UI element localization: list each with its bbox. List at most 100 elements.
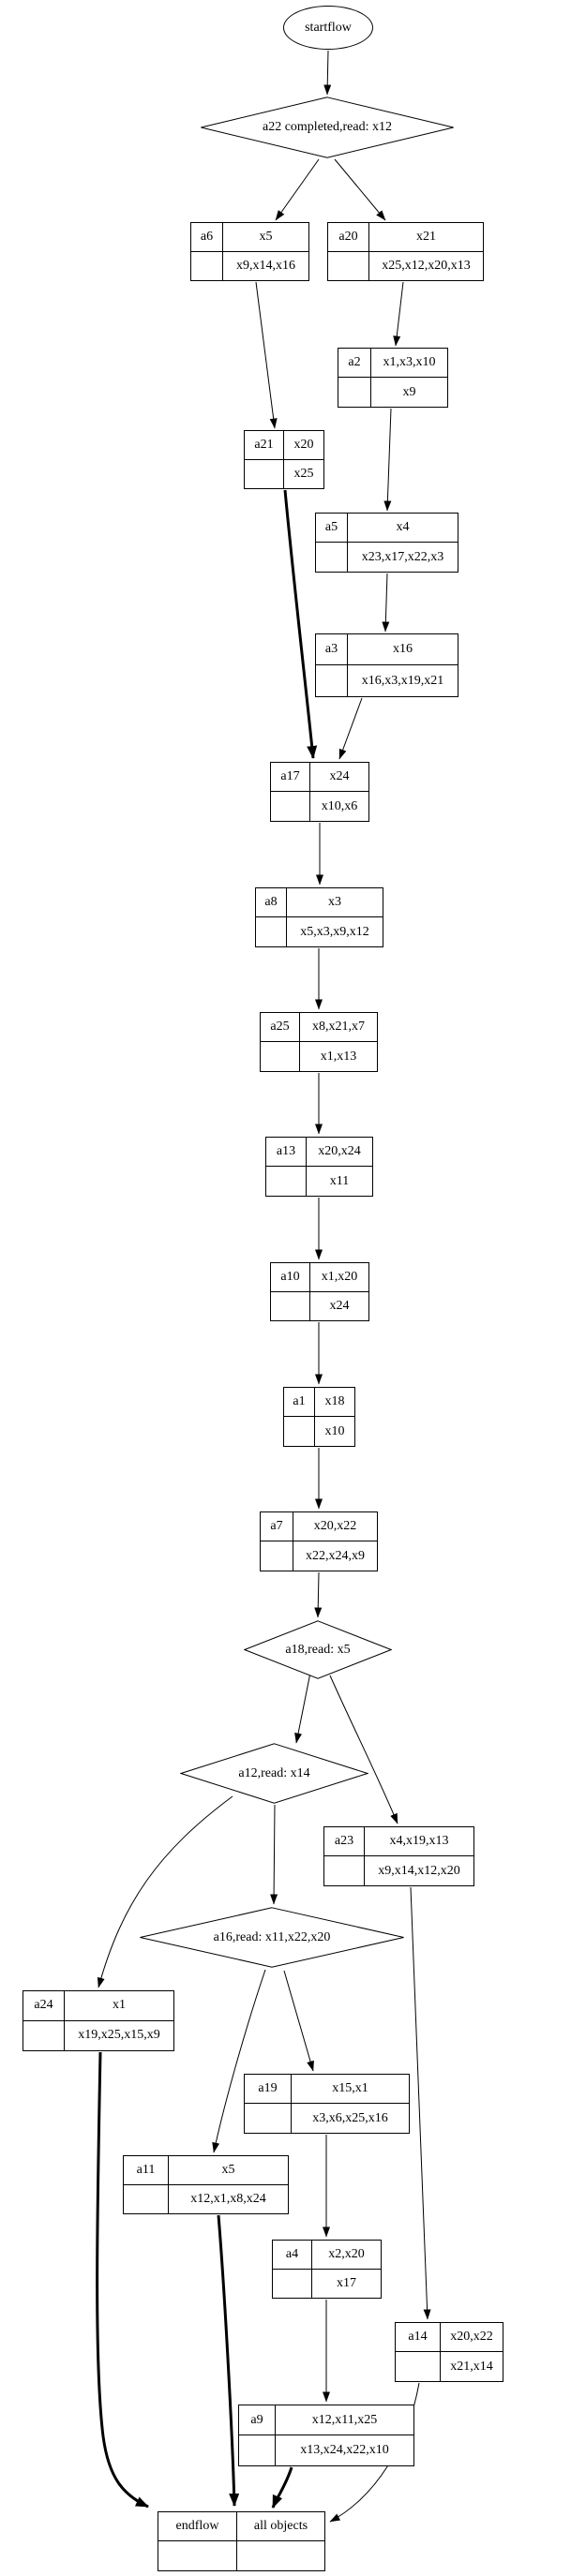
action-empty-cell [266,1167,307,1196]
action-writes: x11 [329,1173,350,1188]
action-empty-cell [261,1042,300,1071]
action-node-a8: a8 x3 x5,x3,x9,x12 [255,887,383,947]
edge-a21-a17 [283,489,318,759]
action-empty-cell [191,251,223,280]
action-empty-cell [271,1291,310,1320]
edge-a23-a14 [410,1886,431,2320]
action-reads: x1 [65,1991,173,2021]
edge-a22-a20 [334,158,386,221]
edge-a24-endflow [96,2051,149,2509]
action-reads: x20,x22 [293,1512,377,1541]
action-reads: x16 [348,634,458,665]
action-node-a17: a17 x24 x10,x6 [270,762,369,822]
action-id: a7 [261,1512,293,1541]
action-id: a5 [316,514,348,543]
action-node-a20: a20 x21 x25,x12,x20,x13 [327,222,484,281]
action-node-a10: a10 x1,x20 x24 [270,1262,369,1321]
action-id: a4 [273,2241,312,2270]
action-writes: x12,x1,x8,x24 [190,2191,266,2206]
action-reads: x3 [287,888,383,917]
end-empty-cell [158,2541,237,2570]
edge-a16-a19 [283,1970,314,2072]
edge-startflow-a22 [323,50,332,96]
action-empty-cell [324,1856,365,1885]
decision-label: a22 completed,read: x12 [262,120,392,134]
action-writes: x25,x12,x20,x13 [382,258,471,273]
action-writes: x13,x24,x22,x10 [300,2443,389,2457]
end-node: endflow all objects [158,2511,325,2571]
decision-node-a18: a18,read: x5 [244,1620,392,1679]
action-empty-cell [261,1541,293,1571]
action-id: a10 [271,1263,310,1292]
action-id: a8 [256,888,287,917]
action-id: a11 [124,2156,169,2185]
action-id: a14 [396,2323,441,2352]
action-writes: x21,x14 [450,2359,493,2374]
edge-a18-a23 [329,1675,398,1824]
action-node-a1: a1 x18 x10 [283,1387,355,1447]
edge-a3-a17 [338,697,363,760]
action-writes: x23,x17,x22,x3 [361,549,444,564]
action-empty-cell [245,2104,292,2133]
action-reads: x8,x21,x7 [300,1013,377,1042]
action-reads: x4 [348,514,458,543]
action-node-a3: a3 x16 x16,x3,x19,x21 [315,633,458,697]
action-reads: x20 [284,431,323,460]
action-id: a23 [324,1827,365,1856]
edge-a16-a11 [212,1969,266,2153]
action-id: a6 [191,223,223,252]
diamond-shape [180,1743,368,1804]
action-node-a14: a14 x20,x22 x21,x14 [395,2322,503,2382]
decision-label: a12,read: x14 [238,1765,310,1780]
edge-a12-a16 [270,1804,278,1905]
action-reads: x20,x24 [307,1138,372,1167]
action-node-a19: a19 x15,x1 x3,x6,x25,x16 [244,2074,410,2134]
action-reads: x5 [223,223,308,252]
action-empty-cell [239,2435,276,2465]
decision-label: a16,read: x11,x22,x20 [213,1929,331,1944]
action-writes: x5,x3,x9,x12 [300,924,369,939]
diamond-shape [200,97,455,158]
action-writes: x9 [402,384,416,399]
action-node-a11: a11 x5 x12,x1,x8,x24 [123,2155,289,2214]
action-writes: x22,x24,x9 [306,1548,365,1563]
action-reads: x1,x20 [310,1263,368,1292]
diamond-shape [244,1620,392,1679]
action-empty-cell [256,917,287,946]
decision-node-a16: a16,read: x11,x22,x20 [139,1907,405,1968]
action-writes: x1,x13 [320,1049,357,1064]
action-node-a4: a4 x2,x20 x17 [272,2240,382,2299]
decision-node-a12: a12,read: x14 [180,1743,368,1804]
action-node-a2: a2 x1,x3,x10 x9 [338,348,448,408]
action-reads: x1,x3,x10 [371,349,447,378]
action-empty-cell [316,665,348,696]
action-node-a6: a6 x5 x9,x14,x16 [190,222,309,281]
end-empty-cell [237,2541,324,2570]
action-writes: x19,x25,x15,x9 [78,2028,160,2043]
action-reads: x18 [315,1388,354,1417]
action-id: a20 [328,223,369,252]
action-writes: x9,x14,x16 [236,258,295,273]
action-empty-cell [328,251,369,280]
action-id: a19 [245,2075,292,2104]
action-writes: x10 [324,1423,345,1438]
action-writes: x24 [329,1298,350,1313]
edge-a6-a21 [255,281,278,429]
decision-node-a22: a22 completed,read: x12 [200,97,455,158]
action-empty-cell [271,792,310,821]
action-id: a1 [284,1388,315,1417]
edge-a9-endflow [271,2466,293,2509]
action-writes: x25 [293,466,314,481]
action-empty-cell [396,2352,441,2381]
action-empty-cell [284,1417,315,1446]
action-empty-cell [316,543,348,572]
action-node-a23: a23 x4,x19,x13 x9,x14,x12,x20 [323,1826,474,1886]
edge-a20-a2 [393,281,404,347]
edge-a5-a3 [382,573,390,633]
action-reads: x24 [310,763,368,792]
action-writes: x3,x6,x25,x16 [312,2110,388,2125]
action-id: a21 [245,431,284,460]
end-node-value: all objects [237,2512,324,2541]
